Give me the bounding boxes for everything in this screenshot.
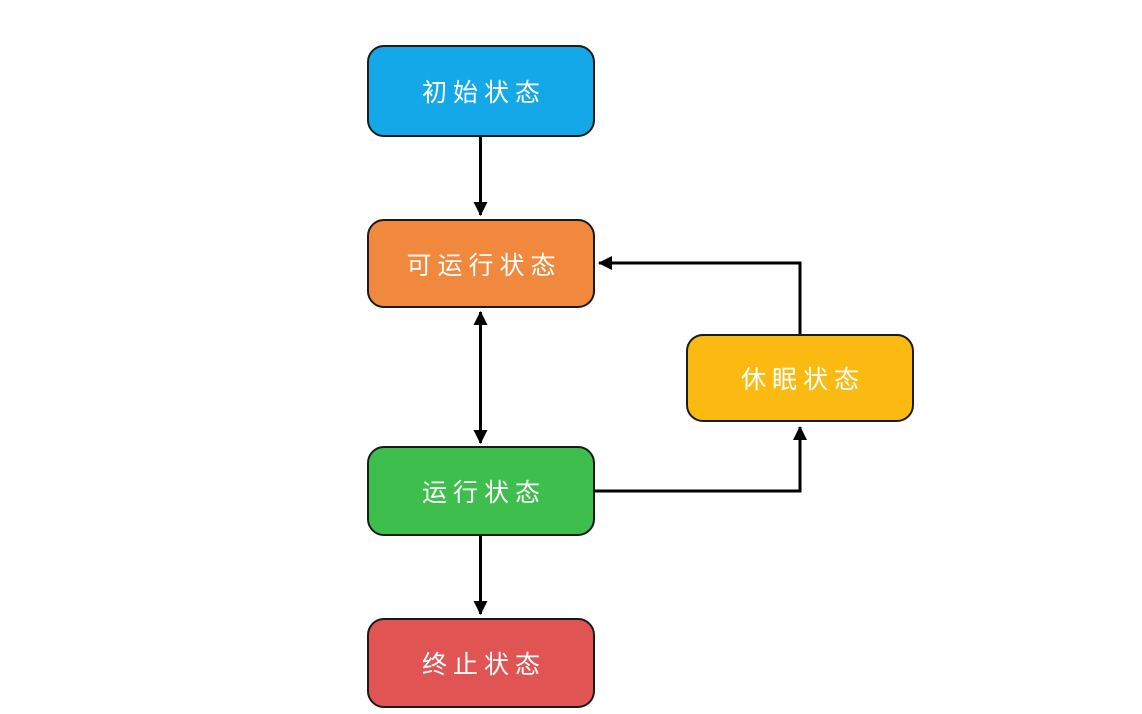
arrow-sleep-to-runnable [598, 256, 802, 334]
node-sleep-state-label: 休眠状态 [740, 365, 865, 394]
node-running-state: 运行状态 [367, 446, 595, 536]
node-initial-state: 初始状态 [367, 45, 595, 137]
node-initial-state-label: 初始状态 [421, 78, 546, 107]
arrow-running-to-sleep [595, 426, 807, 493]
node-runnable-state: 可运行状态 [367, 219, 595, 308]
node-running-state-label: 运行状态 [421, 478, 546, 507]
node-terminated-state: 终止状态 [367, 618, 595, 708]
node-runnable-state-label: 可运行状态 [406, 250, 562, 280]
node-sleep-state: 休眠状态 [686, 334, 914, 422]
node-terminated-state-label: 终止状态 [421, 650, 546, 679]
